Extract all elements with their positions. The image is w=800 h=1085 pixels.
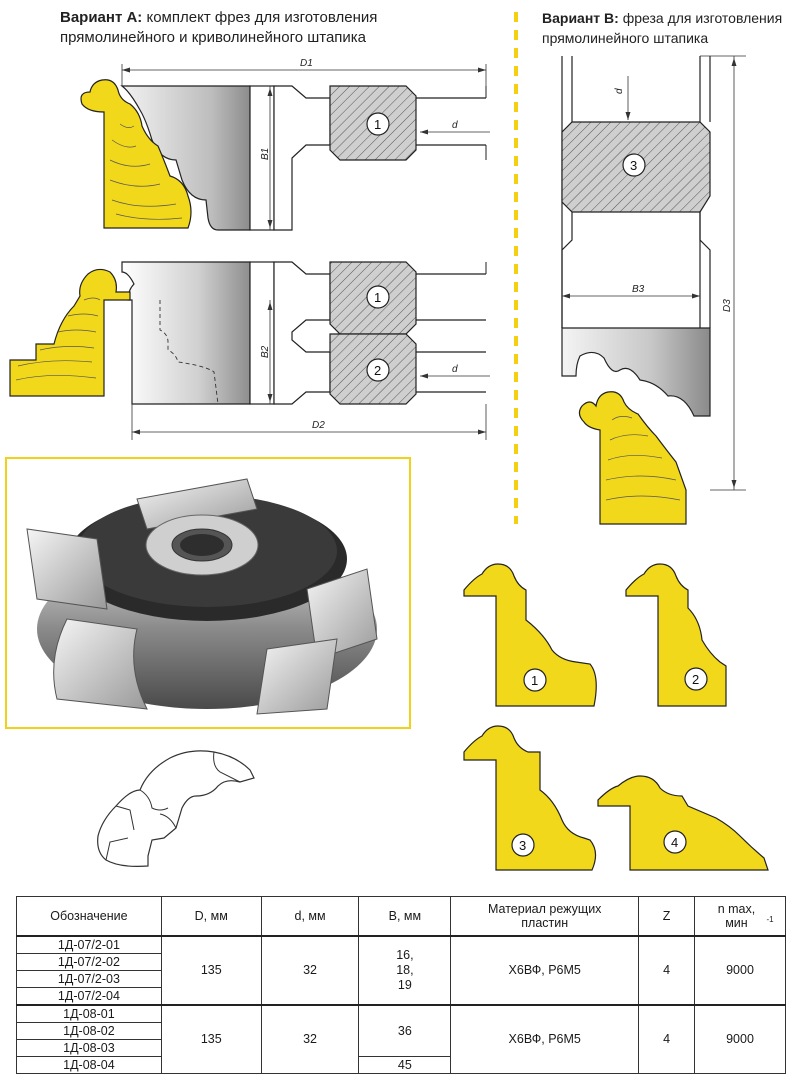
material-cell: Х6ВФ, Р6М5	[450, 1004, 640, 1074]
table-row: 1Д-08-04 45	[16, 1056, 786, 1074]
cutter-b3-number: 3	[630, 158, 637, 173]
profile-4: 4	[597, 775, 769, 871]
b-value: 16,	[396, 948, 414, 962]
variant-b-drawing: 3 d B3 D3	[561, 55, 746, 525]
wood-profile-b	[578, 391, 687, 525]
b3-label: B3	[632, 284, 645, 295]
code-cell: 1Д-07/2-02	[16, 953, 162, 971]
header-material: Материал режущих пластин	[450, 896, 640, 937]
spec-table: Обозначение D, мм d, мм B, мм Материал р…	[16, 896, 786, 1074]
d3-dimension	[700, 55, 746, 491]
z-cell: 4	[638, 1004, 696, 1074]
d-bore-cell: 32	[260, 1004, 360, 1074]
variant-a-title-bold: Вариант А:	[60, 9, 143, 26]
b-value: 19	[397, 978, 412, 992]
variant-b-title-line2: прямолинейного штапика	[542, 30, 709, 46]
header-b: B, мм	[358, 896, 452, 937]
header-nmax: n max, мин -1	[694, 896, 786, 937]
nmax-cell: 9000	[694, 1004, 786, 1074]
d1-label: D1	[300, 58, 313, 69]
b2-label: B2	[260, 345, 271, 358]
code-cell: 1Д-07/2-04	[16, 987, 162, 1006]
variant-a-drawing: D1 1 B1 d 1 2	[9, 58, 490, 440]
d-bore-cell: 32	[260, 935, 360, 1006]
b-cell: 16, 18, 19	[358, 935, 452, 1006]
z-cell: 4	[638, 935, 696, 1006]
header-designation: Обозначение	[16, 896, 162, 937]
profile-1-number: 1	[531, 673, 538, 688]
cutter-a2-number-2: 2	[374, 363, 381, 378]
table-header-row: Обозначение D, мм d, мм B, мм Материал р…	[16, 896, 786, 937]
profile-1: 1	[463, 563, 597, 707]
profiles-drawing: 1 2 3 4	[463, 563, 769, 871]
variant-b-title-bold: Вариант В:	[542, 10, 619, 26]
header-nmax-text: n max, мин	[717, 902, 756, 930]
cutter-a1-number: 1	[374, 117, 381, 132]
variant-a-title-line2: прямолинейного и криволинейного штапика	[60, 29, 367, 46]
header-d-bore: d, мм	[260, 896, 360, 937]
cutter-b3: 3	[561, 56, 711, 417]
variant-b-heading: Вариант В: фреза для изготовления прямол…	[542, 8, 782, 48]
variant-a-title-rest: комплект фрез для изготовления	[146, 9, 378, 26]
profile-4-number: 4	[671, 835, 678, 850]
code-cell: 1Д-08-01	[16, 1004, 162, 1023]
variant-a-heading: Вариант А: комплект фрез для изготовлени…	[60, 8, 377, 48]
d2-dimension	[131, 404, 487, 440]
table-row: 1Д-07/2-01 135 32 16, 18, 19 Х6ВФ, Р6М5 …	[16, 935, 786, 1006]
wood-profile-a-bottom	[9, 268, 131, 397]
header-d-outer: D, мм	[160, 896, 262, 937]
cutter-photo-frame	[5, 457, 411, 729]
b3-dimension	[562, 293, 700, 299]
table-row: 1Д-07/2-03	[16, 970, 786, 988]
b2-dimension	[267, 300, 273, 404]
table-row: 1Д-08-01 135 32 36 Х6ВФ, Р6М5 4 9000	[16, 1004, 786, 1074]
d-outer-cell: 135	[160, 1004, 262, 1074]
wood-profile-a-top	[80, 79, 192, 229]
b-cell: 36	[358, 1004, 452, 1057]
code-cell: 1Д-07/2-03	[16, 970, 162, 988]
code-cell: 1Д-07/2-01	[16, 935, 162, 954]
variant-b-title-rest: фреза для изготовления	[622, 10, 783, 26]
header-nmax-sup: -1	[766, 914, 774, 924]
b1-dimension	[267, 86, 273, 230]
code-cell: 1Д-08-02	[16, 1022, 162, 1040]
d1-dimension	[121, 64, 487, 86]
d-label-bottom: d	[452, 364, 458, 375]
d3-label: D3	[722, 299, 733, 312]
nmax-cell: 9000	[694, 935, 786, 1006]
code-cell: 1Д-08-03	[16, 1039, 162, 1057]
d2-label: D2	[312, 420, 325, 431]
d-label-b: d	[614, 88, 625, 94]
cutter-photo	[26, 478, 378, 715]
d-outer-cell: 135	[160, 935, 262, 1006]
profile-2: 2	[625, 563, 727, 707]
cutter-a2-number-1: 1	[374, 290, 381, 305]
cutter-outline-sketch	[97, 750, 255, 867]
code-cell: 1Д-08-04	[16, 1056, 162, 1074]
variant-separator	[514, 12, 518, 524]
b-cell: 45	[358, 1056, 452, 1074]
table-row: 1Д-08-03	[16, 1039, 786, 1057]
material-cell: Х6ВФ, Р6М5	[450, 935, 640, 1006]
cutter-a2-set: 1 2	[121, 261, 487, 405]
profile-2-number: 2	[692, 672, 699, 687]
b1-label: B1	[260, 148, 271, 160]
d-label-top: d	[452, 120, 458, 131]
header-z: Z	[638, 896, 696, 937]
b-value: 18,	[396, 963, 414, 977]
profile-3-number: 3	[519, 838, 526, 853]
header-material-text: Материал режущих пластин	[487, 902, 602, 930]
profile-3: 3	[463, 725, 597, 871]
